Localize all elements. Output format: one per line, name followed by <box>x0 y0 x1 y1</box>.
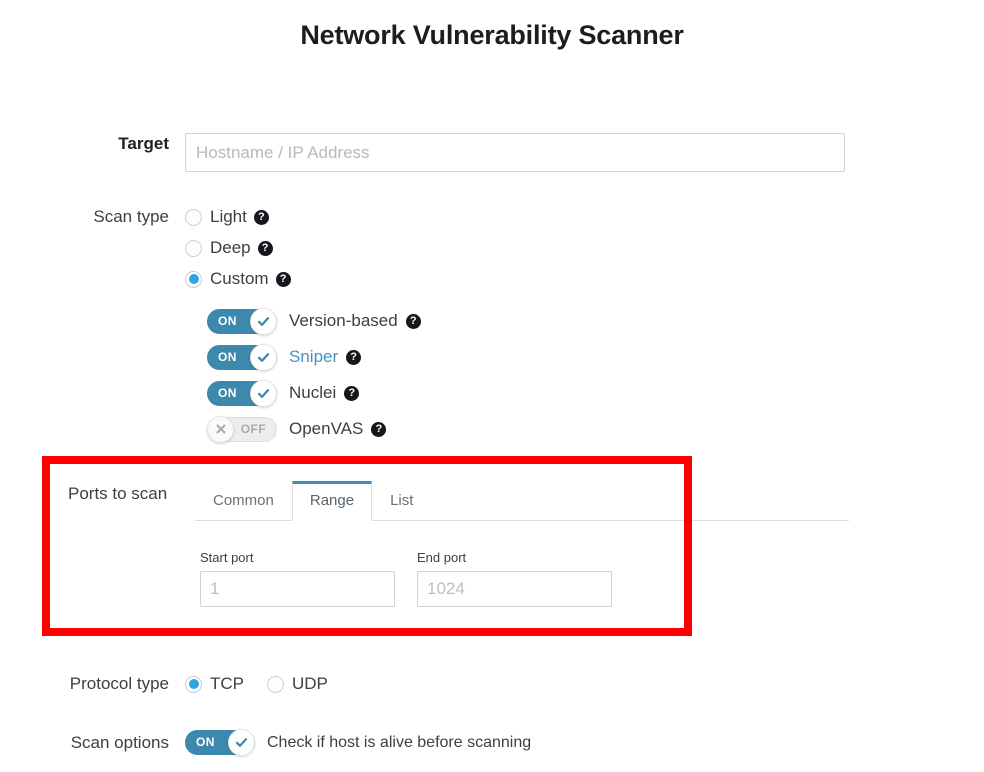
scan-type-light-label: Light <box>210 207 247 226</box>
protocol-udp-label: UDP <box>292 674 328 693</box>
target-row: Target <box>60 133 845 172</box>
toggle-version-based-state: ON <box>218 313 237 328</box>
scan-type-option-light[interactable]: Light ? <box>185 206 291 228</box>
scan-options-control: ON Check if host is alive before scannin… <box>185 729 532 756</box>
toggle-knob-check-icon <box>228 729 255 756</box>
start-port-label: Start port <box>200 550 254 565</box>
tab-range[interactable]: Range <box>291 481 373 521</box>
scan-type-row: Scan type Light ? Deep ? Custom ? <box>60 206 291 290</box>
tab-common[interactable]: Common <box>213 492 274 509</box>
help-icon-openvas[interactable]: ? <box>371 421 387 437</box>
protocol-option-udp[interactable]: UDP <box>267 673 335 695</box>
scan-options-text: Check if host is alive before scanning <box>267 733 532 751</box>
target-label: Target <box>118 134 169 153</box>
start-port-input[interactable] <box>200 571 395 607</box>
toggle-version-based[interactable]: ON <box>207 307 277 335</box>
toggle-knob-close-icon <box>207 415 234 443</box>
toggle-nuclei[interactable]: ON <box>207 379 277 407</box>
radio-tcp-icon[interactable] <box>185 675 202 693</box>
module-label-openvas: OpenVAS <box>289 419 364 438</box>
scan-options-row: Scan options ON Check if host is alive b… <box>60 729 532 756</box>
module-label-nuclei: Nuclei <box>289 383 337 402</box>
toggle-openvas-state: OFF <box>240 421 266 436</box>
port-range-fields: Start port End port <box>200 550 612 607</box>
end-port-input[interactable] <box>417 571 612 607</box>
toggle-host-alive-state: ON <box>196 735 215 749</box>
toggle-knob-check-icon <box>250 307 277 335</box>
module-label-version-based: Version-based <box>289 311 398 330</box>
scan-type-options: Light ? Deep ? Custom ? <box>185 206 291 290</box>
scan-type-deep-label: Deep <box>210 238 251 257</box>
module-row-openvas: OFF OpenVAS ? <box>207 415 421 443</box>
radio-light-icon[interactable] <box>185 208 202 226</box>
module-row-version-based: ON Version-based ? <box>207 307 421 335</box>
protocol-tcp-label: TCP <box>210 674 244 693</box>
scan-type-option-deep[interactable]: Deep ? <box>185 237 291 259</box>
module-row-nuclei: ON Nuclei ? <box>207 379 421 407</box>
protocol-type-label: Protocol type <box>69 674 169 693</box>
scan-type-custom-label: Custom <box>210 269 269 288</box>
toggle-openvas[interactable]: OFF <box>207 415 277 443</box>
radio-udp-icon[interactable] <box>267 675 284 693</box>
scan-type-option-custom[interactable]: Custom ? <box>185 268 291 290</box>
ports-tabbar: Common Range List <box>195 481 849 521</box>
module-label-sniper[interactable]: Sniper <box>289 347 339 366</box>
module-row-sniper: ON Sniper ? <box>207 343 421 371</box>
radio-deep-icon[interactable] <box>185 239 202 257</box>
radio-custom-icon[interactable] <box>185 270 202 288</box>
end-port-field: End port <box>417 550 612 607</box>
help-icon-light[interactable]: ? <box>253 209 269 225</box>
protocol-type-row: Protocol type TCP UDP <box>60 673 335 695</box>
help-icon-sniper[interactable]: ? <box>346 349 362 365</box>
help-icon-nuclei[interactable]: ? <box>344 385 360 401</box>
help-icon-deep[interactable]: ? <box>257 240 273 256</box>
toggle-host-alive[interactable]: ON <box>185 729 255 756</box>
toggle-nuclei-state: ON <box>218 385 237 400</box>
scan-options-label: Scan options <box>70 733 169 752</box>
target-input[interactable] <box>185 133 845 172</box>
start-port-field: Start port <box>200 550 395 607</box>
toggle-knob-check-icon <box>250 343 277 371</box>
ports-to-scan-label: Ports to scan <box>68 484 168 503</box>
tab-list[interactable]: List <box>390 492 414 509</box>
help-icon-custom[interactable]: ? <box>275 271 291 287</box>
scan-type-label: Scan type <box>93 207 169 226</box>
end-port-label: End port <box>417 550 467 565</box>
custom-modules-list: ON Version-based ? ON Sniper ? <box>207 307 421 443</box>
toggle-sniper-state: ON <box>218 349 237 364</box>
toggle-knob-check-icon <box>250 379 277 407</box>
page-title: Network Vulnerability Scanner <box>300 20 684 50</box>
protocol-options: TCP UDP <box>185 673 335 695</box>
toggle-sniper[interactable]: ON <box>207 343 277 371</box>
protocol-option-tcp[interactable]: TCP <box>185 673 251 695</box>
help-icon-version-based[interactable]: ? <box>405 313 421 329</box>
